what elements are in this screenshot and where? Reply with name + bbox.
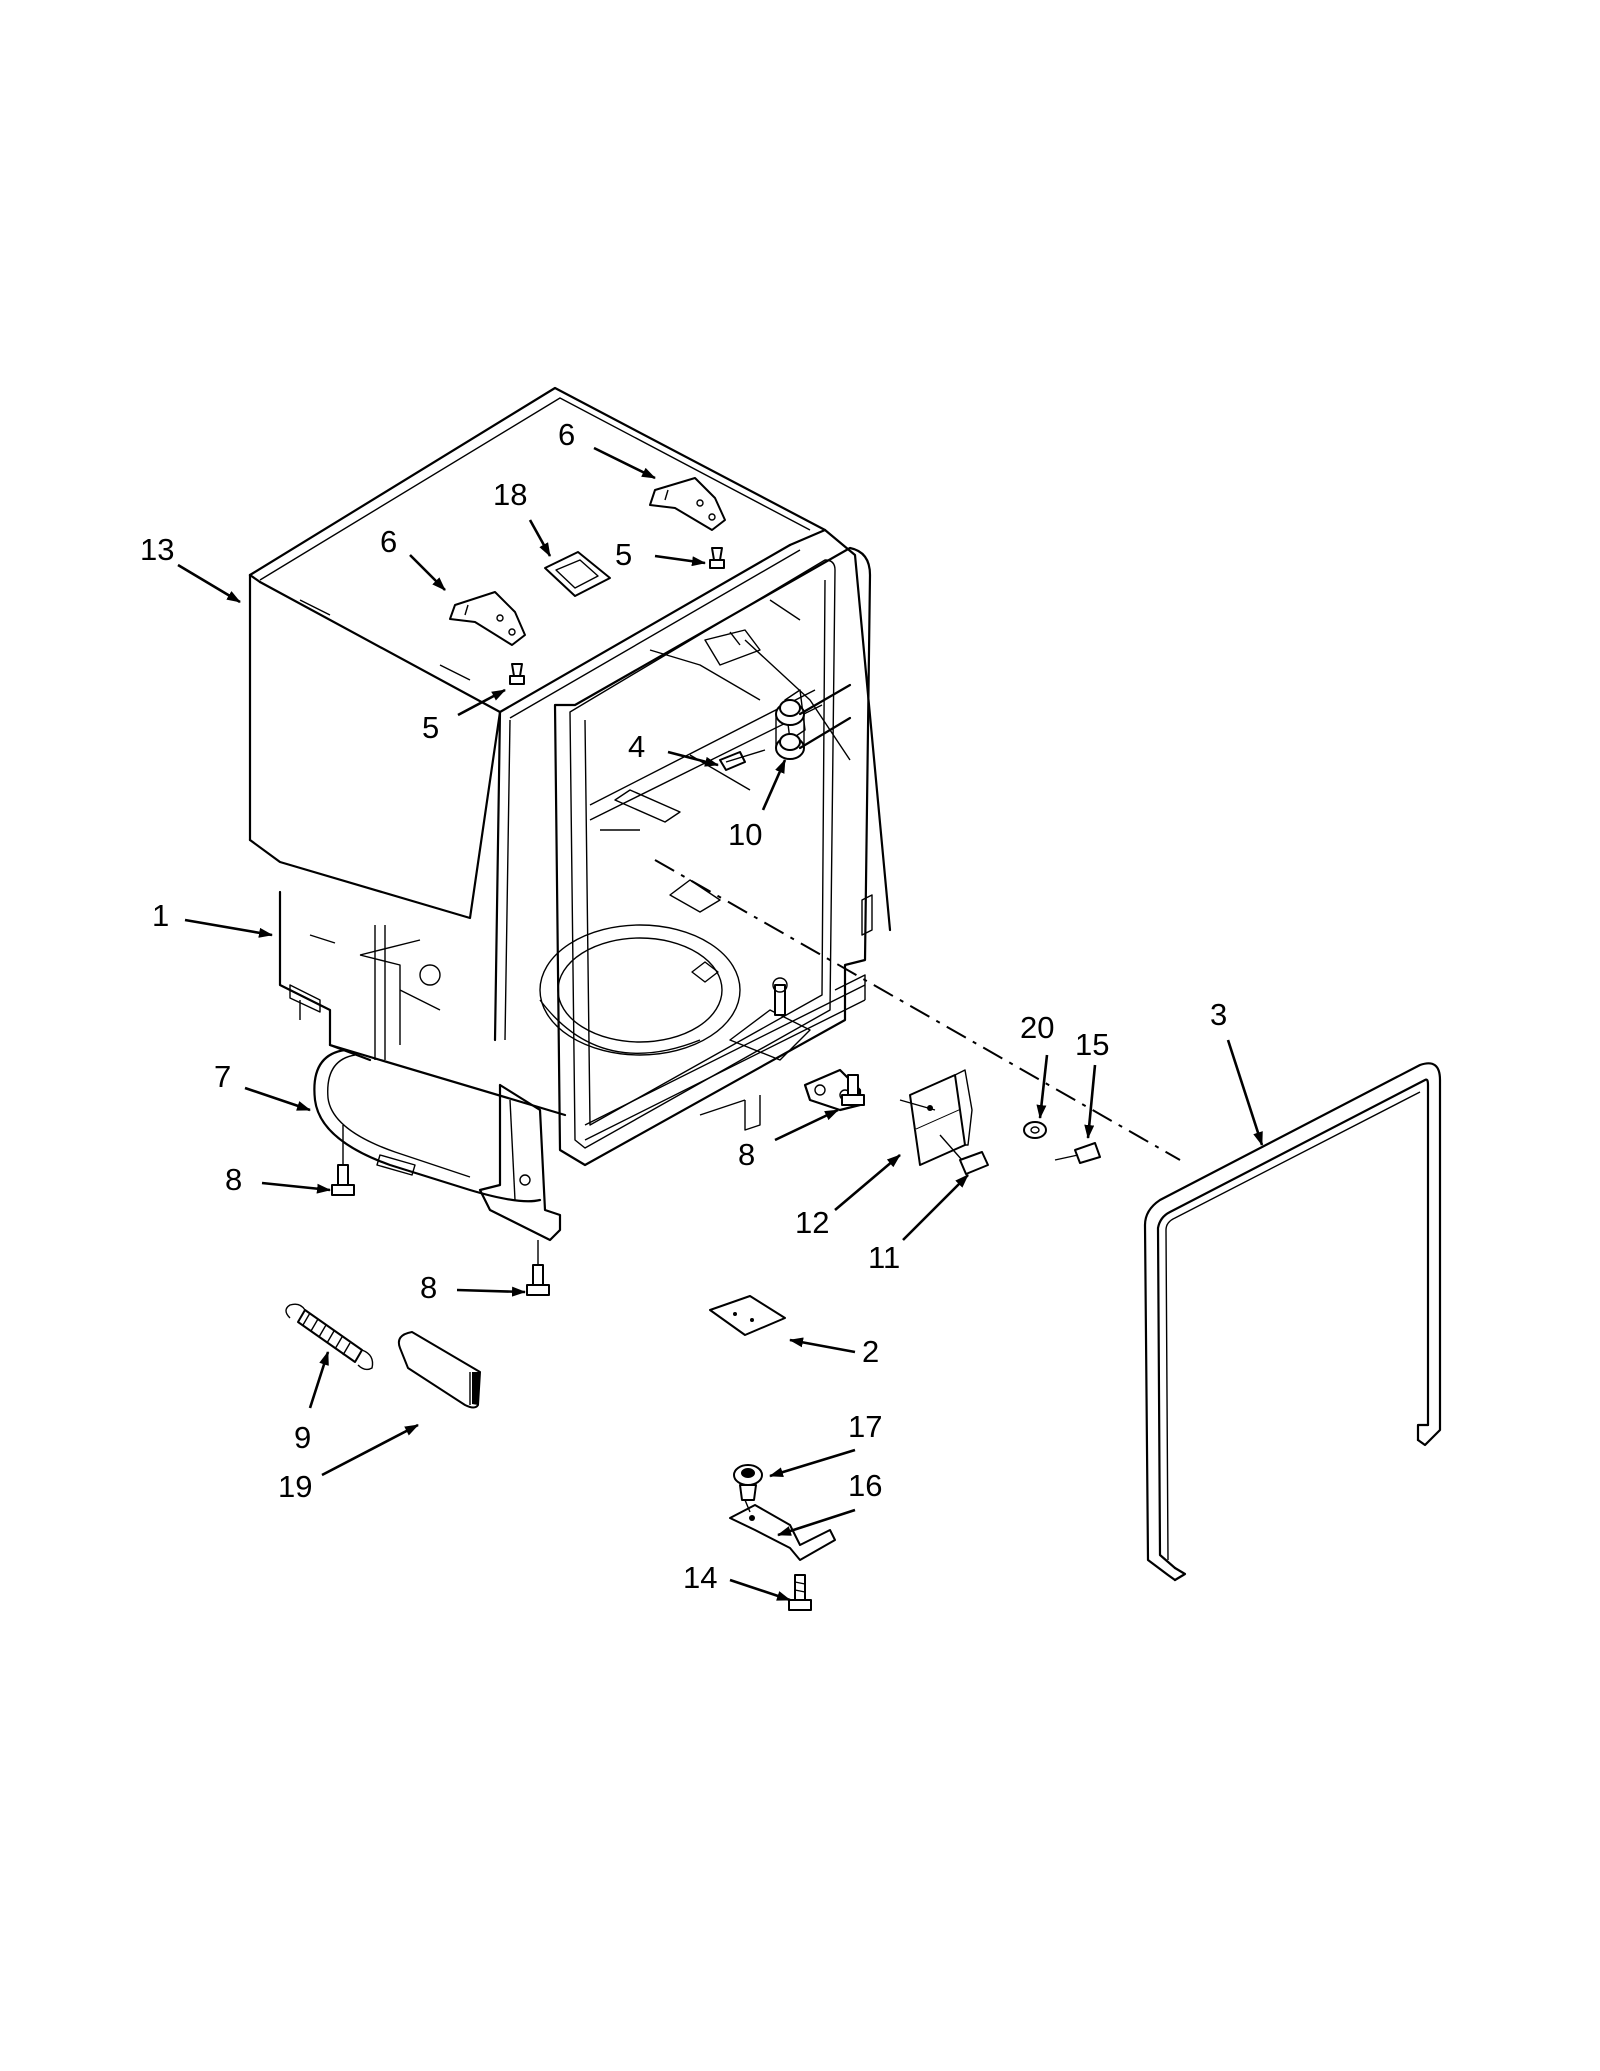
hanger-parts (775, 683, 852, 760)
alignment-dashed-line (654, 859, 1181, 1161)
leader-10 (761, 759, 787, 811)
screw-hanger (719, 749, 766, 771)
leveling-leg-2 (526, 1240, 550, 1296)
leader-1 (184, 918, 273, 938)
callout-3: 3 (1210, 997, 1227, 1032)
leader-2 (789, 1337, 856, 1354)
leader-8-c (774, 1108, 839, 1142)
callout-17: 17 (848, 1409, 882, 1444)
callout-6-upper: 6 (558, 417, 575, 452)
leader-arrows (177, 446, 1264, 1602)
leader-11 (902, 1174, 969, 1241)
label-plate (544, 551, 611, 597)
callout-6-lower: 6 (380, 524, 397, 559)
screw-14 (788, 1574, 812, 1611)
hinge-bracket-lower (449, 591, 526, 646)
leader-20 (1036, 1054, 1049, 1119)
plate (709, 1295, 786, 1336)
callout-7: 7 (214, 1059, 231, 1094)
callout-8-a: 8 (225, 1162, 242, 1197)
callout-labels: 13 6 18 6 5 5 4 10 1 7 3 20 15 8 8 8 12 … (140, 417, 1227, 1595)
leader-6-upper (593, 446, 656, 480)
callout-11: 11 (868, 1240, 900, 1275)
leader-16 (777, 1508, 856, 1537)
callout-5-upper: 5 (615, 537, 632, 572)
callout-8-b: 8 (420, 1270, 437, 1305)
callout-2: 2 (862, 1334, 879, 1369)
leader-8-b (456, 1286, 526, 1297)
leader-4 (667, 750, 719, 767)
leader-19 (321, 1423, 419, 1477)
callout-16: 16 (848, 1468, 882, 1503)
leader-18 (528, 519, 552, 557)
door-spring (285, 1303, 374, 1371)
leader-7 (244, 1086, 311, 1112)
leader-17 (769, 1448, 856, 1478)
leader-6-lower (409, 554, 446, 591)
upper-spray-block (704, 629, 806, 741)
leader-13 (177, 563, 241, 604)
leader-5-upper (654, 554, 706, 567)
door-gasket (1143, 1062, 1442, 1582)
leveling-leg-1 (331, 1125, 355, 1196)
spring-cover (397, 1331, 481, 1409)
leader-14 (729, 1578, 791, 1602)
door-cable (313, 1048, 542, 1203)
callout-18: 18 (493, 477, 527, 512)
clip-screw (1054, 1142, 1101, 1164)
leader-3 (1226, 1039, 1264, 1146)
bracket-screw (939, 1134, 989, 1175)
callout-13: 13 (140, 532, 174, 567)
leader-15 (1084, 1064, 1097, 1139)
hinge-plate-16 (729, 1499, 836, 1561)
leader-12 (834, 1154, 901, 1211)
callout-9: 9 (294, 1420, 311, 1455)
screw-lower (509, 663, 525, 685)
leader-5-lower (457, 688, 506, 717)
leader-8-a (261, 1181, 331, 1194)
callout-8-c: 8 (738, 1137, 755, 1172)
callout-12: 12 (795, 1205, 829, 1240)
dishwasher-tub (248, 386, 892, 1042)
mounting-bracket (899, 1069, 973, 1166)
callout-10: 10 (728, 817, 762, 852)
hinge-bracket-upper (649, 477, 726, 531)
callout-5-lower: 5 (422, 710, 439, 745)
callout-1: 1 (152, 898, 169, 933)
screw-upper (709, 547, 725, 569)
callout-19: 19 (278, 1469, 312, 1504)
callout-14: 14 (683, 1560, 717, 1595)
hinge-clip-17 (733, 1464, 763, 1501)
callout-15: 15 (1075, 1027, 1109, 1062)
leader-9 (308, 1351, 330, 1409)
leveling-leg-3 (841, 1074, 865, 1106)
callout-4: 4 (628, 729, 645, 764)
callout-20: 20 (1020, 1010, 1054, 1045)
washer (1023, 1121, 1047, 1139)
